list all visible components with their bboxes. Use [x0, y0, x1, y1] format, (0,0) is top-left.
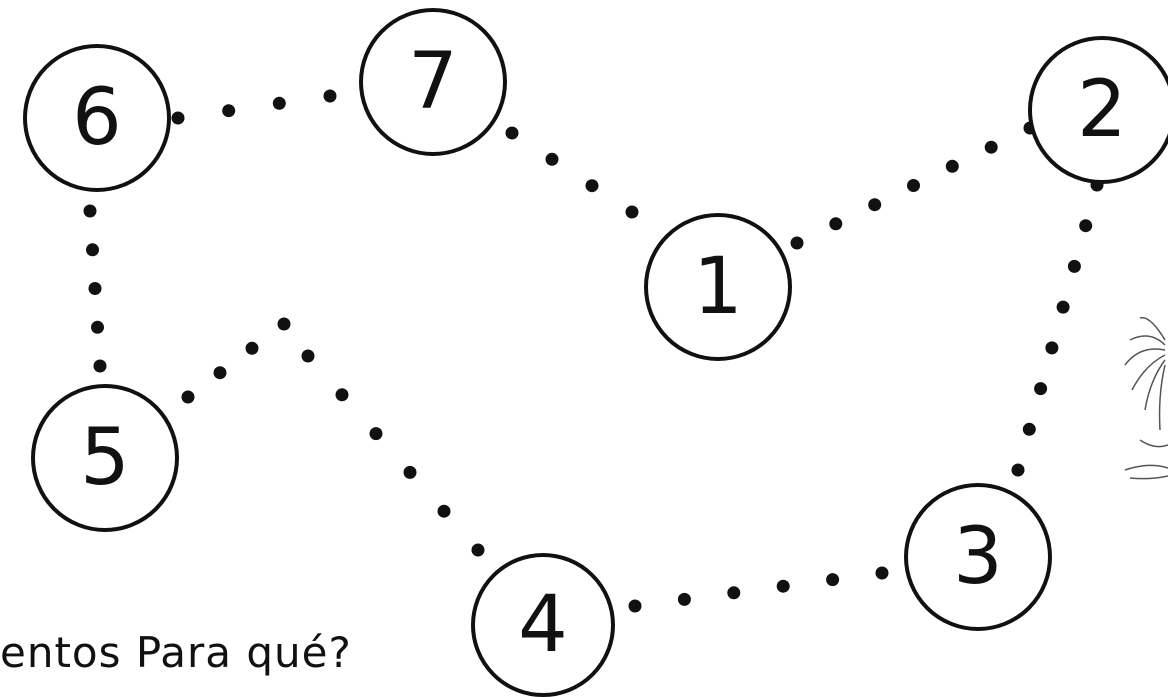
edge-1-2-dot [984, 140, 998, 154]
edge-6-7-dot [171, 111, 185, 125]
edge-5-6-dot [86, 243, 99, 257]
edge-2-3-dot [1022, 422, 1036, 436]
node-3: 3 [904, 483, 1052, 631]
edge-1-2-dot [945, 159, 959, 173]
edge-7-1-dot [545, 152, 559, 166]
edge-3-4-dot [875, 566, 889, 580]
edge-2-3-dot [1045, 341, 1059, 355]
edge-1-2-dot [868, 198, 882, 212]
node-label: 6 [72, 73, 122, 163]
edge-3-4-dot [727, 586, 741, 600]
node-6: 6 [23, 44, 171, 192]
palm-tree-sketch-icon [1124, 316, 1168, 480]
node-label: 3 [953, 512, 1003, 602]
edge-2-3-dot [1011, 463, 1025, 477]
edge-4-corner-dot [301, 349, 315, 363]
edge-7-1-dot [585, 179, 599, 193]
edge-4-corner-dot [437, 504, 451, 518]
node-label: 7 [408, 37, 458, 127]
edge-2-3-dot [1056, 300, 1070, 314]
edge-3-4-dot [826, 573, 840, 587]
edge-corner-5-dot [213, 366, 227, 380]
edge-7-1-dot [625, 205, 639, 219]
edge-5-6-dot [88, 282, 102, 295]
edge-2-3-dot [1034, 382, 1048, 396]
edge-2-3-dot [1067, 259, 1081, 273]
edge-3-4-dot [776, 579, 790, 593]
edge-1-2-dot [790, 236, 804, 250]
edge-corner-5-dot [181, 390, 195, 404]
node-4: 4 [471, 553, 615, 697]
node-label: 1 [693, 242, 743, 332]
edge-corner-5-dot [277, 317, 291, 331]
edge-4-corner-dot [335, 388, 349, 402]
edge-3-4-dot [628, 599, 642, 613]
node-5: 5 [31, 384, 179, 532]
node-layer: 6 7 1 2 5 3 4 [23, 8, 1168, 697]
node-7: 7 [359, 8, 507, 156]
edge-4-corner-dot [369, 427, 383, 441]
edge-3-4-dot [677, 592, 691, 606]
edge-2-3-dot [1079, 219, 1093, 233]
edge-6-7-dot [222, 104, 236, 118]
node-label: 5 [80, 413, 130, 503]
edge-6-7-dot [272, 96, 286, 110]
node-1: 1 [644, 213, 792, 361]
node-label: 2 [1077, 65, 1127, 155]
edge-4-corner-dot [403, 465, 417, 479]
edge-4-corner-dot [471, 543, 485, 557]
node-2: 2 [1028, 36, 1168, 184]
edge-corner-5-dot [245, 341, 259, 355]
edge-6-7-dot [323, 89, 337, 103]
dotted-path [83, 89, 1104, 613]
edge-7-1-dot [505, 126, 519, 140]
edge-5-6-dot [83, 204, 97, 218]
edge-1-2-dot [829, 217, 843, 231]
caption-text: entos Para qué? [0, 628, 352, 677]
edge-5-6-dot [91, 320, 104, 334]
edge-5-6-dot [93, 359, 107, 373]
edge-1-2-dot [907, 179, 920, 192]
node-label: 4 [518, 580, 568, 670]
